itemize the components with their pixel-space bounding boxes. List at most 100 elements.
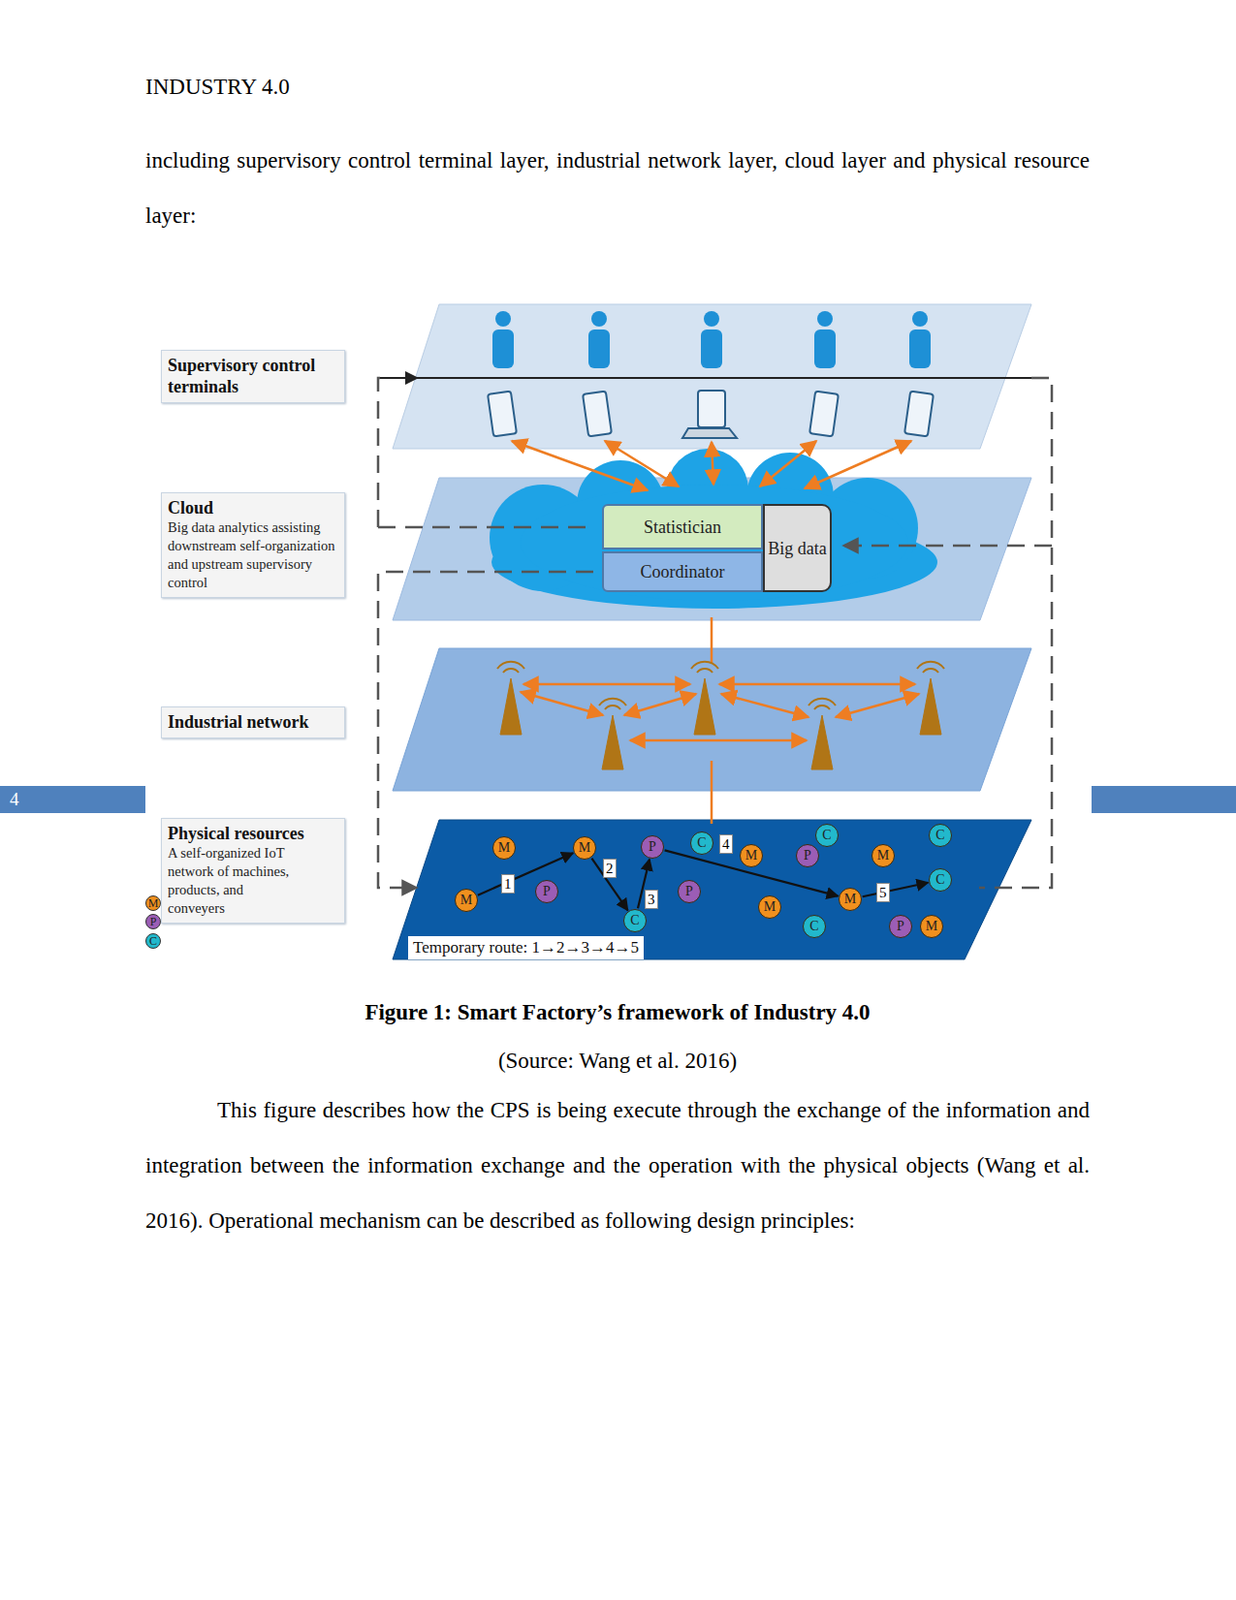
network-links — [624, 694, 697, 716]
node-text: C — [630, 914, 639, 928]
node-text: M — [578, 841, 591, 856]
node-text: C — [697, 836, 706, 851]
network-links — [520, 692, 603, 716]
text-label: This figure describes how the CPS is bei… — [145, 1082, 1090, 1249]
route-step-number: 2 — [602, 858, 617, 879]
operator-figures — [492, 311, 514, 369]
node-text: C — [822, 828, 831, 843]
operator-figures — [700, 329, 723, 369]
network-links — [835, 694, 920, 718]
operator-figures — [495, 311, 511, 327]
resource-node: C — [815, 824, 839, 848]
feedback-lines — [378, 571, 594, 888]
resource-node: M — [739, 844, 763, 868]
operator-figures — [703, 311, 720, 327]
node-text: P — [648, 840, 657, 855]
cloud-module: Coordinator — [602, 551, 763, 593]
resource-node: M — [838, 887, 862, 912]
node-body: A self-organized IoT network of machines… — [167, 844, 304, 919]
node-text: P — [542, 885, 551, 899]
terminal-devices — [487, 390, 934, 439]
node-text: P — [896, 919, 905, 934]
terminal-plane — [392, 304, 1032, 449]
operator-figures — [700, 311, 723, 369]
resource-node: P — [535, 880, 559, 904]
feedback-lines — [843, 544, 1052, 548]
node-text: M — [763, 900, 776, 915]
resource-node: P — [677, 880, 701, 904]
network-towers — [917, 662, 945, 673]
text-label: including supervisory control terminal l… — [145, 132, 1090, 244]
operator-figures — [591, 311, 607, 327]
network-towers — [811, 715, 833, 770]
route-arrow — [862, 883, 929, 898]
resource-node: P — [795, 844, 820, 868]
resource-node: M — [871, 844, 895, 868]
network-towers — [919, 678, 942, 735]
terminal-devices — [582, 391, 612, 438]
legend-icon: P — [145, 914, 161, 930]
node-text: Big data — [767, 538, 827, 560]
resource-node: M — [492, 836, 516, 860]
feedback-lines — [378, 378, 381, 528]
terminal-arrows — [511, 441, 912, 491]
node-text: M — [877, 849, 889, 863]
layer-label: CloudBig data analytics assisting downst… — [160, 492, 346, 599]
page-bar — [0, 786, 146, 814]
route-step-number: 5 — [876, 883, 890, 903]
terminal-arrows — [711, 442, 714, 485]
network-towers — [500, 678, 522, 735]
layer-label: Physical resourcesA self-organized IoT n… — [160, 818, 346, 924]
page-bar — [1091, 786, 1236, 814]
route-step-number: 4 — [719, 834, 733, 855]
network-towers — [691, 662, 719, 673]
feedback-lines — [378, 526, 592, 530]
operator-figures — [814, 329, 836, 369]
network-links — [721, 694, 809, 718]
layer-label: Supervisory control terminals — [160, 349, 346, 404]
resource-node: C — [802, 915, 826, 939]
resource-node: M — [919, 915, 944, 939]
text-label: (Source: Wang et al. 2016) — [145, 1044, 1090, 1079]
operator-figures — [909, 311, 931, 369]
network-towers — [599, 698, 627, 710]
node-text: P — [803, 849, 812, 863]
cloud-plane — [392, 477, 1032, 621]
legend-icon: M — [145, 895, 161, 912]
figure-caption: Figure 1: Smart Factory’s framework of I… — [145, 995, 1090, 1031]
node-text: Statistician — [643, 516, 722, 539]
resource-node: M — [454, 888, 478, 913]
resource-node: M — [572, 836, 597, 860]
resource-node: C — [623, 909, 647, 933]
terminal-devices — [697, 390, 726, 428]
resource-node: C — [928, 868, 952, 892]
network-towers — [808, 698, 836, 710]
route-arrow — [477, 853, 573, 895]
terminal-arrows — [804, 441, 912, 489]
resource-node: C — [690, 831, 714, 856]
terminal-arrows — [604, 441, 679, 487]
terminal-devices — [809, 391, 839, 438]
node-text: C — [935, 828, 945, 843]
legend-icon: C — [145, 933, 161, 950]
terminal-arrows — [760, 441, 817, 487]
network-links — [520, 684, 920, 741]
node-text: Industrial network — [167, 711, 339, 733]
terminal-devices — [904, 391, 934, 438]
node-text: P — [685, 885, 694, 899]
node-text: Physical resources — [167, 823, 339, 845]
layer-link — [710, 617, 714, 664]
node-text: M — [925, 919, 938, 934]
network-towers — [602, 715, 624, 770]
terminal-arrows — [511, 441, 648, 491]
node-text: Cloud — [167, 497, 339, 519]
page-number: 4 — [9, 787, 49, 813]
cloud-module: Big data — [762, 504, 832, 593]
layer-link — [710, 760, 714, 824]
feedback-lines — [979, 378, 1052, 888]
operator-figures — [909, 329, 931, 369]
control-arrowhead — [405, 371, 419, 385]
